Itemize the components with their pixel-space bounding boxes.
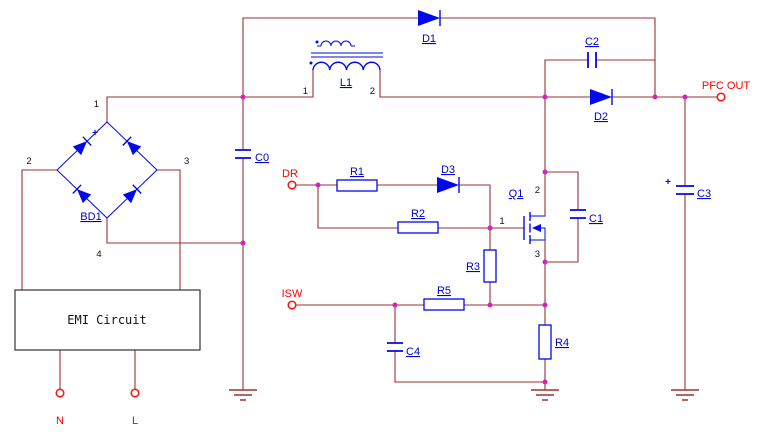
- diode-d1: D1: [417, 9, 441, 45]
- r4-label: R4: [555, 337, 569, 349]
- bd1-pin-4: 4: [96, 249, 101, 260]
- r5-label: R5: [437, 285, 451, 297]
- emi-box: [14, 289, 201, 351]
- diode-d3: D3: [436, 164, 460, 194]
- c3-plates: [676, 185, 694, 195]
- resistor-r5: R5: [423, 285, 465, 311]
- c1-plates: [570, 209, 586, 219]
- l1-core: [311, 52, 383, 58]
- q1-label: Q1: [509, 188, 524, 200]
- capacitor-c1: C1: [570, 209, 603, 225]
- q1-pin-1: 1: [499, 216, 504, 227]
- resistor-r1: R1: [336, 166, 378, 192]
- n-terminal-icon: [55, 388, 65, 398]
- capacitor-c2: C2: [585, 36, 599, 68]
- c4-plates: [387, 342, 403, 352]
- d2-label: D2: [594, 111, 608, 123]
- r5-body: [423, 298, 465, 311]
- q1-pin-3: 3: [535, 249, 540, 260]
- c3-label: C3: [697, 188, 711, 200]
- capacitor-c3: + C3: [665, 177, 711, 200]
- r2-body: [397, 221, 439, 234]
- l1-pin-1: 1: [303, 86, 308, 97]
- l1-polarity-dot: [309, 61, 313, 65]
- l-terminal-icon: [130, 388, 140, 398]
- terminal-pfc-out: PFC OUT: [702, 80, 751, 102]
- junction-dots: [240, 94, 688, 385]
- c2-label: C2: [585, 36, 599, 48]
- r1-label: R1: [350, 166, 364, 178]
- pfc-out-terminal-label: PFC OUT: [702, 80, 751, 92]
- c2-plates: [587, 52, 597, 68]
- isw-terminal-icon: [287, 300, 297, 310]
- ground-symbol-left: [229, 389, 257, 401]
- r1-body: [336, 179, 378, 192]
- bridge-rectifier-bd1: + BD1 1 2 3 4: [26, 99, 189, 260]
- n-terminal-label: N: [56, 415, 64, 427]
- terminal-dr: DR: [282, 168, 298, 190]
- mosfet-q1: Q1 1 2 3: [499, 185, 546, 260]
- l1-aux-winding: [317, 40, 355, 47]
- emi-label: EMI Circuit: [67, 313, 146, 327]
- q1-leads: [530, 215, 546, 241]
- l1-label: L1: [340, 77, 352, 89]
- l1-primary-winding: [312, 61, 381, 71]
- emi-circuit-block: EMI Circuit: [14, 289, 201, 351]
- l1-pin-2: 2: [370, 86, 375, 97]
- d3-label: D3: [441, 164, 455, 176]
- d1-diode-icon: [417, 9, 441, 27]
- capacitor-c4: C4: [387, 342, 420, 358]
- c3-plus-mark: +: [665, 177, 671, 188]
- q1-pin-2: 2: [535, 185, 540, 196]
- r3-body: [483, 249, 497, 283]
- bd1-pin-1: 1: [94, 99, 99, 110]
- inductor-l1: L1 1 2: [303, 40, 383, 97]
- diode-d2: D2: [589, 88, 613, 123]
- r3-label: R3: [466, 261, 480, 273]
- resistor-r3: R3: [466, 249, 497, 283]
- l1-polarity-dot: [315, 40, 319, 44]
- ground-symbol-middle: [531, 389, 559, 401]
- c4-label: C4: [406, 346, 420, 358]
- d1-label: D1: [422, 33, 436, 45]
- l-terminal-label: L: [132, 415, 138, 427]
- bridge-plus-mark: +: [92, 128, 98, 139]
- resistor-r2: R2: [397, 208, 439, 234]
- bd1-pin-3: 3: [184, 156, 189, 167]
- isw-terminal-label: ISW: [282, 288, 303, 300]
- c0-label: C0: [255, 152, 269, 164]
- resistor-r4: R4: [538, 324, 569, 360]
- q1-body-arrow-icon: [532, 224, 541, 232]
- d3-diode-icon: [436, 176, 460, 194]
- dr-terminal-icon: [287, 180, 297, 190]
- terminal-n: N: [55, 388, 65, 427]
- c0-plates: [235, 149, 251, 159]
- r2-label: R2: [411, 208, 425, 220]
- bd1-pin-2: 2: [26, 156, 31, 167]
- bd1-label: BD1: [80, 211, 101, 223]
- terminal-l: L: [130, 388, 140, 427]
- bridge-diamond: [56, 121, 158, 219]
- terminal-isw: ISW: [282, 288, 303, 310]
- c1-label: C1: [589, 213, 603, 225]
- dr-terminal-label: DR: [282, 168, 298, 180]
- d2-diode-icon: [589, 88, 613, 106]
- capacitor-c0: C0: [235, 149, 269, 164]
- r4-body: [538, 324, 552, 360]
- ground-symbol-right: [671, 389, 699, 401]
- pfc-out-terminal-icon: [716, 92, 726, 102]
